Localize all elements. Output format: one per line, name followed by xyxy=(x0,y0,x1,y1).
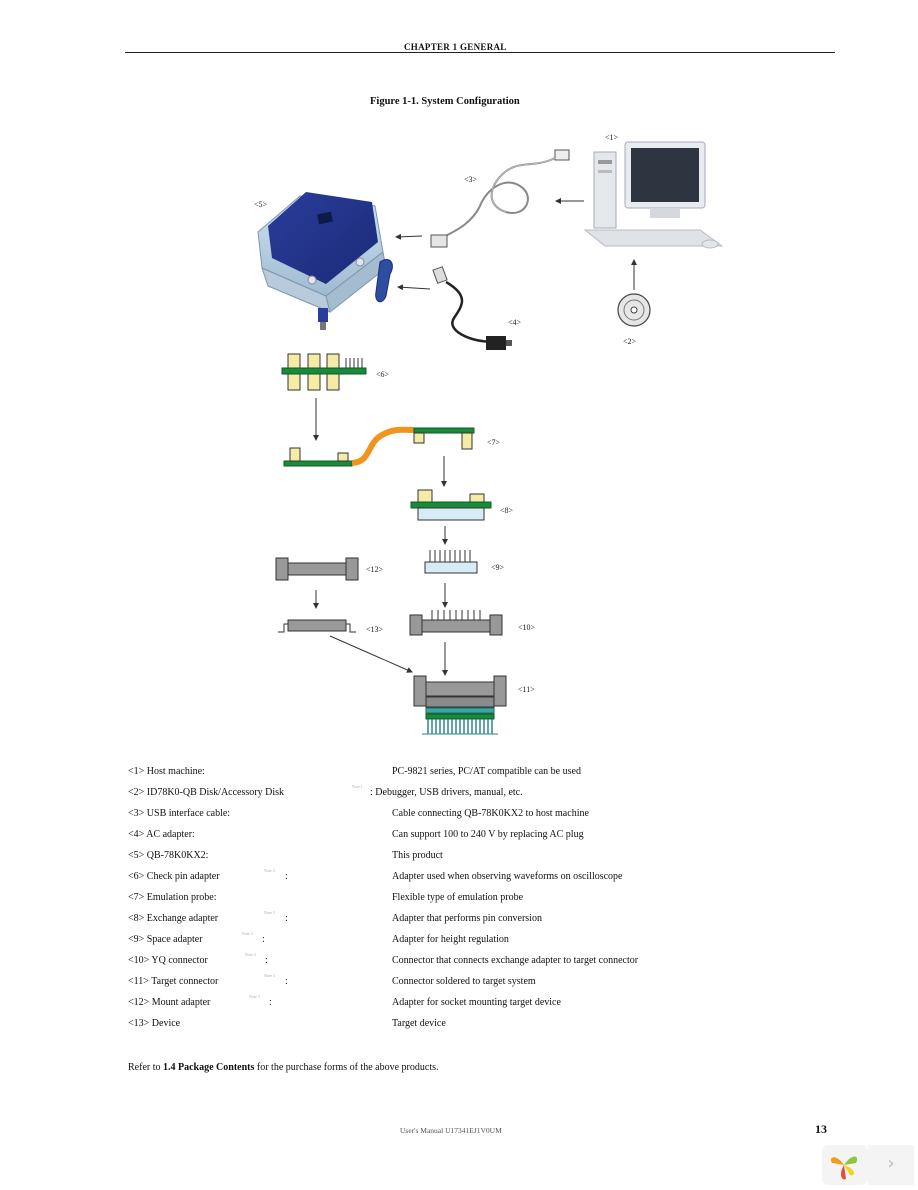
arrow-ac-to-emulator xyxy=(397,284,431,291)
item-description: Can support 100 to 240 V by replacing AC… xyxy=(392,829,584,840)
refer-section-link: 1.4 Package Contents xyxy=(163,1062,255,1073)
label-1: <1> xyxy=(605,133,619,142)
item-description: Adapter for socket mounting target devic… xyxy=(392,997,561,1008)
chapter-heading: CHAPTER 1 GENERAL xyxy=(404,42,507,52)
figure-title: Figure 1-1. System Configuration xyxy=(370,96,520,107)
label-7: <7> xyxy=(487,438,501,447)
emulation-probe-illustration xyxy=(283,426,475,467)
refer-suffix: for the purchase forms of the above prod… xyxy=(254,1062,439,1073)
label-6: <6> xyxy=(376,370,390,379)
cd-disk-icon xyxy=(617,293,651,327)
item-label: <8> Exchange adapter xyxy=(128,913,219,924)
next-page-button[interactable]: › xyxy=(868,1145,914,1185)
note-ref: Note 1 xyxy=(352,784,363,789)
item-description: : Debugger, USB drivers, manual, etc. xyxy=(370,787,523,798)
pinwheel-logo-icon xyxy=(830,1156,858,1180)
system-configuration-diagram: <1> <2> <3> xyxy=(254,133,724,735)
label-4: <4> xyxy=(508,318,522,327)
check-pin-adapter-illustration xyxy=(281,353,367,391)
label-5: <5> xyxy=(254,200,268,209)
page-number: 13 xyxy=(815,1122,827,1136)
item-label: <4> AC adapter: xyxy=(128,829,195,840)
viewer-logo[interactable] xyxy=(822,1145,868,1185)
item-label: <3> USB interface cable: xyxy=(128,808,231,819)
item-label: <7> Emulation probe: xyxy=(128,892,217,903)
host-machine-illustration xyxy=(583,141,724,249)
item-colon: : xyxy=(285,913,288,924)
item-label: <11> Target connector xyxy=(128,976,219,987)
item-colon: : xyxy=(262,934,265,945)
label-2: <2> xyxy=(623,337,637,346)
item-label: <6> Check pin adapter xyxy=(128,871,220,882)
item-colon: : xyxy=(285,976,288,987)
label-13: <13> xyxy=(366,625,384,634)
label-10: <10> xyxy=(518,623,536,632)
label-3: <3> xyxy=(464,175,478,184)
note-ref: Note 3 xyxy=(245,952,256,957)
footer-manual-id: User's Manual U17341EJ1V0UM xyxy=(400,1126,502,1135)
mount-adapter-illustration xyxy=(275,557,359,581)
arrow-cable-to-emulator xyxy=(395,233,423,240)
item-description: Adapter that performs pin conversion xyxy=(392,913,542,924)
exchange-adapter-illustration xyxy=(410,489,492,521)
item-label: <5> QB-78K0KX2: xyxy=(128,850,209,861)
item-label: <9> Space adapter xyxy=(128,934,203,945)
target-connector-illustration xyxy=(413,675,507,735)
header-rule xyxy=(125,52,835,53)
item-colon: : xyxy=(265,955,268,966)
item-label: <2> ID78K0-QB Disk/Accessory Disk xyxy=(128,787,284,798)
usb-cable-illustration xyxy=(430,149,570,248)
label-8: <8> xyxy=(500,506,514,515)
device-illustration xyxy=(278,619,356,633)
item-description: PC-9821 series, PC/AT compatible can be … xyxy=(392,766,581,777)
item-colon: : xyxy=(269,997,272,1008)
item-description: This product xyxy=(392,850,443,861)
reference-sentence: Refer to 1.4 Package Contents for the pu… xyxy=(128,1062,439,1073)
item-description: Cable connecting QB-78K0KX2 to host mach… xyxy=(392,808,589,819)
note-ref: Note 3 xyxy=(264,910,275,915)
arrow-13-to-11 xyxy=(329,635,413,673)
item-label: <12> Mount adapter xyxy=(128,997,211,1008)
item-label: <10> YQ connector xyxy=(128,955,208,966)
item-description: Connector that connects exchange adapter… xyxy=(392,955,639,966)
item-description: Adapter used when observing waveforms on… xyxy=(392,871,623,882)
label-12: <12> xyxy=(366,565,384,574)
item-description: Connector soldered to target system xyxy=(392,976,536,987)
note-ref: Note 2 xyxy=(264,868,275,873)
item-label: <13> Device xyxy=(128,1018,181,1029)
label-9: <9> xyxy=(491,563,505,572)
emulator-unit-illustration xyxy=(257,192,393,330)
refer-prefix: Refer to xyxy=(128,1062,163,1073)
ac-adapter-illustration xyxy=(432,266,512,350)
item-description: Adapter for height regulation xyxy=(392,934,509,945)
yq-connector-illustration xyxy=(409,610,503,636)
item-description: Target device xyxy=(392,1018,446,1029)
item-label: <1> Host machine: xyxy=(128,766,205,777)
item-colon: : xyxy=(285,871,288,882)
note-ref: Note 3 xyxy=(242,931,253,936)
label-11: <11> xyxy=(518,685,535,694)
item-description: Flexible type of emulation probe xyxy=(392,892,524,903)
note-ref: Note 3 xyxy=(264,973,275,978)
note-ref: Note 3 xyxy=(249,994,260,999)
space-adapter-illustration xyxy=(424,550,478,574)
